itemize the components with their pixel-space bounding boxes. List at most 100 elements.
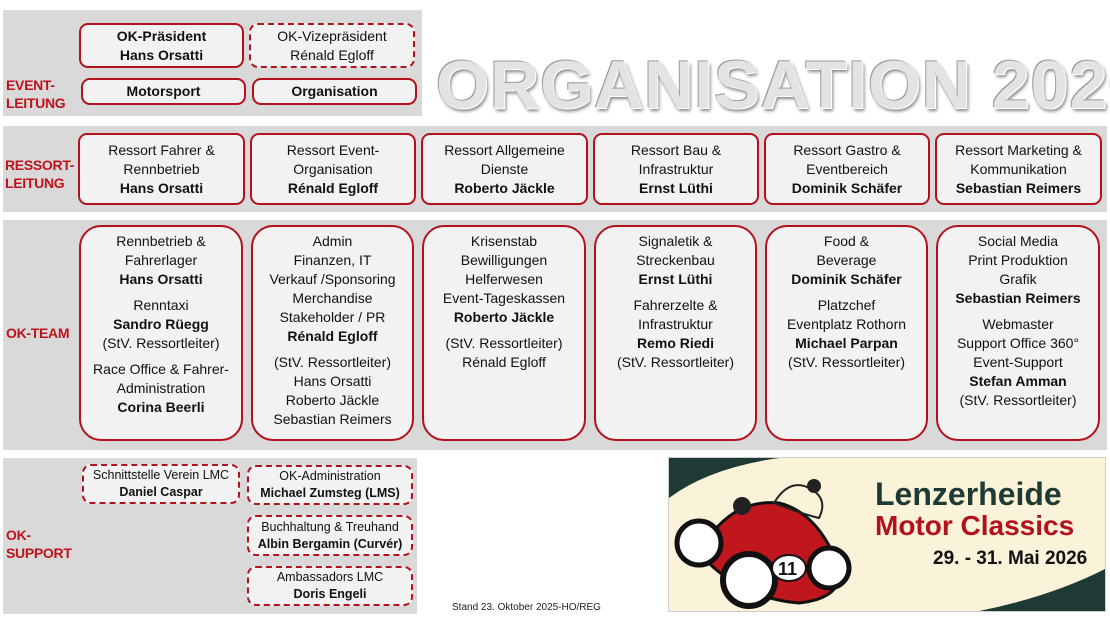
person-name: Daniel Caspar	[119, 485, 203, 499]
organisation-label: Organisation	[291, 83, 378, 99]
role-text: Sebastian Reimers	[273, 411, 392, 427]
support-box: Schnittstelle Verein LMC Daniel Caspar	[82, 464, 240, 504]
role-text: Ambassadors LMC	[276, 570, 384, 584]
person-name: Sandro Rüegg	[113, 316, 209, 332]
role-text: Rénald Egloff	[462, 354, 546, 370]
role-text: Eventplatz Rothorn	[786, 316, 907, 332]
role-text: Rennbetrieb	[123, 160, 200, 177]
role-text: Hans Orsatti	[293, 373, 372, 389]
person-name: Hans Orsatti	[119, 179, 204, 196]
person-name: Hans Orsatti	[119, 271, 203, 287]
role-text: Verkauf /Sponsoring	[269, 271, 396, 287]
role-text: Buchhaltung & Treuhand	[261, 519, 399, 534]
person-name: Ernst Lüthi	[638, 271, 713, 287]
role-text: Ressort Allgemeine	[444, 141, 565, 158]
role-text: Fahrerlager	[124, 252, 198, 268]
logo-line-1: Lenzerheide	[875, 476, 1062, 512]
motorsport-label: Motorsport	[126, 83, 201, 99]
role-text: Event-Tageskassen	[442, 290, 566, 306]
person-name: Albin Bergamin (Curvér)	[257, 536, 403, 551]
race-car-illustration: 11	[669, 458, 1105, 611]
person-name: Sebastian Reimers	[955, 290, 1081, 306]
role-text: Eventbereich	[806, 160, 888, 177]
person-name: Dominik Schäfer	[791, 179, 903, 196]
role-text: Webmaster	[982, 316, 1054, 332]
label-line: LEITUNG	[5, 175, 65, 191]
role-text: Fahrerzelte &	[633, 297, 718, 313]
motorsport-box: Motorsport	[81, 78, 246, 105]
role-text: Merchandise	[292, 290, 373, 306]
role-text: OK-Vizepräsident	[277, 27, 387, 44]
person-name: Dominik Schäfer	[791, 271, 902, 287]
label-line: RESSORT-	[5, 157, 75, 173]
role-text: Print Produktion	[968, 252, 1068, 268]
event-dates: 29. - 31. Mai 2026	[933, 548, 1088, 569]
role-text: Food &	[823, 233, 870, 249]
role-text: (StV. Ressortleiter)	[445, 335, 563, 351]
role-text: Kommunikation	[970, 160, 1067, 177]
role-text: Ressort Event-	[286, 141, 380, 158]
role-text: Ressort Marketing &	[955, 141, 1082, 158]
person-name: Remo Riedi	[636, 335, 714, 351]
label-line: SUPPORT	[6, 545, 72, 561]
role-text: (StV. Ressortleiter)	[788, 354, 905, 370]
role-text: Ressort Gastro &	[793, 141, 901, 158]
role-text: Support Office 360°	[956, 335, 1080, 351]
ok-team-label: OK-TEAM	[6, 324, 70, 342]
lenzerheide-motor-classics-logo: 11 Lenzerheide Motor Classics 29. - 31. …	[668, 457, 1106, 612]
label-line: EVENT-	[6, 77, 55, 93]
role-text: Dienste	[480, 160, 529, 177]
label-line: OK-TEAM	[6, 325, 70, 341]
label-line: OK-	[6, 527, 31, 543]
organisation-box: Organisation	[252, 78, 417, 105]
person-name: Ernst Lüthi	[639, 179, 713, 196]
role-text: Rennbetrieb &	[116, 233, 206, 249]
role-text: (StV. Ressortleiter)	[617, 354, 734, 370]
role-text: Ressort Fahrer &	[108, 141, 215, 158]
role-text: Beverage	[816, 252, 877, 268]
page-title: ORGANISATION 2026	[436, 47, 1110, 123]
role-text: (StV. Ressortleiter)	[274, 354, 391, 370]
logo-line-2: Motor Classics	[875, 510, 1075, 541]
role-text: Organisation	[293, 160, 373, 177]
role-text: Streckenbau	[636, 252, 715, 268]
role-text: Infrastruktur	[638, 316, 713, 332]
person-name: Corina Beerli	[117, 399, 205, 415]
role-text: Grafik	[999, 271, 1037, 287]
role-text: Platzchef	[817, 297, 876, 313]
role-text: Admin	[312, 233, 353, 249]
role-text: Event-Support	[973, 354, 1063, 370]
person-name: OK-Präsident	[116, 27, 207, 44]
person-name: Sebastian Reimers	[955, 179, 1082, 196]
person-name: Michael Zumsteg (LMS)	[260, 486, 400, 500]
role-text: Signaletik &	[638, 233, 713, 249]
role-text: (StV. Ressortleiter)	[959, 392, 1077, 408]
person-name: Roberto Jäckle	[453, 309, 555, 325]
role-text: Race Office & Fahrer-	[93, 361, 229, 377]
label-line: LEITUNG	[6, 95, 66, 111]
role-text: (StV. Ressortleiter)	[102, 335, 220, 351]
role-text: Krisenstab	[470, 233, 538, 249]
role-text: Rénald Egloff	[290, 46, 374, 63]
person-name: Michael Parpan	[795, 335, 898, 351]
role-text: Helferwesen	[465, 271, 543, 287]
role-text: Administration	[116, 380, 206, 396]
event-leitung-label: EVENT- LEITUNG	[6, 76, 66, 112]
role-text: Finanzen, IT	[293, 252, 372, 268]
role-text: Infrastruktur	[638, 160, 714, 177]
role-text: Schnittstelle Verein LMC	[92, 468, 230, 482]
role-text: Roberto Jäckle	[285, 392, 380, 408]
